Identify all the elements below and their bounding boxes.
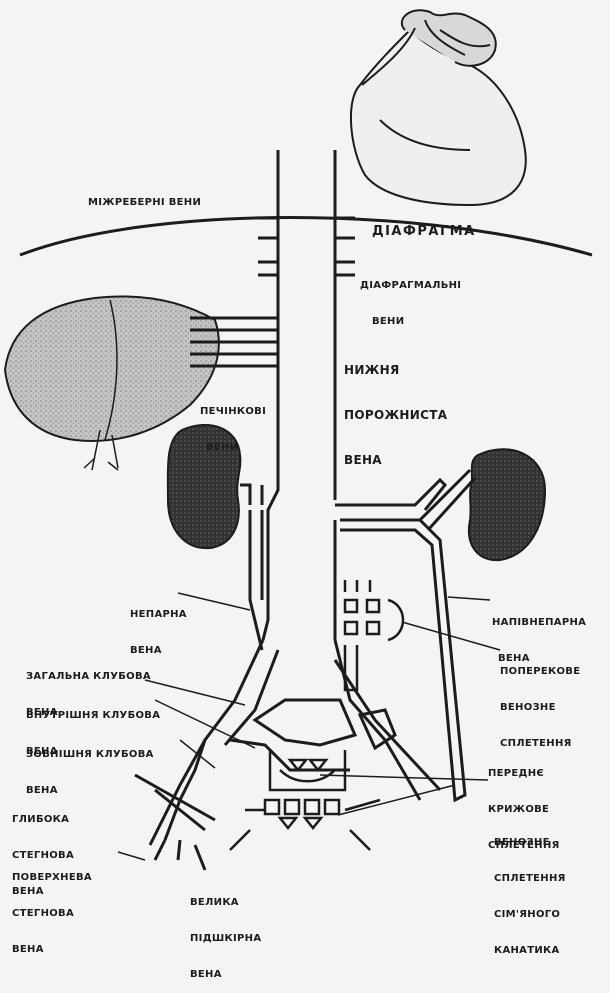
label-spermatic-cord-plexus: ВЕНОЗНЕ СПЛЕТЕННЯ СІМ'ЯНОГО КАНАТИКА (494, 813, 566, 969)
label-diaphragmatic-veins-line2: ВЕНИ (360, 316, 461, 328)
label-inferior-vena-cava: НИЖНЯ ПОРОЖНИСТА ВЕНА (344, 333, 447, 483)
label-deep-femoral-line1: ГЛИБОКА (12, 814, 74, 826)
label-hepatic-line1: ПЕЧІНКОВІ (200, 406, 266, 418)
label-spermatic-line3: СІМ'ЯНОГО (494, 909, 566, 921)
label-common-iliac-line1: ЗАГАЛЬНА КЛУБОВА (26, 671, 151, 683)
label-hepatic-veins: ПЕЧІНКОВІ ВЕНИ (200, 382, 266, 466)
label-spermatic-line2: СПЛЕТЕННЯ (494, 873, 566, 885)
label-great-saphenous-line3: ВЕНА (190, 969, 261, 981)
label-hepatic-line2: ВЕНИ (200, 442, 266, 454)
label-superficial-femoral-vein: ПОВЕРХНЕВА СТЕГНОВА ВЕНА (12, 848, 92, 968)
label-ivc-line2: ПОРОЖНИСТА (344, 408, 447, 423)
label-internal-iliac-line1: ВНУТРІШНЯ КЛУБОВА (26, 710, 160, 722)
heart-illustration (351, 10, 526, 205)
label-diaphragm: ДІАФРАГМА (372, 226, 476, 238)
label-external-iliac-line1: ЗОВНІШНЯ КЛУБОВА (26, 749, 154, 761)
lumbar-venous-plexus (345, 580, 403, 690)
sacral-venous-plexus (230, 750, 380, 850)
label-sacral-line1: ПЕРЕДНЄ (488, 768, 560, 780)
label-diaphragmatic-veins: ДІАФРАГМАЛЬНІ ВЕНИ (360, 256, 461, 340)
label-superficial-femoral-line3: ВЕНА (12, 944, 92, 956)
label-azygos-line1: НЕПАРНА (130, 609, 187, 621)
label-lumbar-line2: ВЕНОЗНЕ (500, 702, 580, 714)
label-great-saphenous-line1: ВЕЛИКА (190, 897, 261, 909)
label-superficial-femoral-line2: СТЕГНОВА (12, 908, 92, 920)
label-spermatic-line4: КАНАТИКА (494, 945, 566, 957)
label-great-saphenous-vein: ВЕЛИКА ПІДШКІРНА ВЕНА (190, 873, 261, 993)
diaphragm-line (20, 218, 592, 256)
label-hemiazygos-line1: НАПІВНЕПАРНА (492, 617, 586, 629)
label-ivc-line3: ВЕНА (344, 453, 447, 468)
label-intercostal-veins: МІЖРЕБЕРНІ ВЕНИ (88, 197, 201, 209)
left-kidney (469, 449, 545, 560)
label-ivc-line1: НИЖНЯ (344, 363, 447, 378)
label-spermatic-line1: ВЕНОЗНЕ (494, 837, 566, 849)
label-lumbar-line1: ПОПЕРЕКОВЕ (500, 666, 580, 678)
label-diaphragmatic-veins-line1: ДІАФРАГМАЛЬНІ (360, 280, 461, 292)
label-superficial-femoral-line1: ПОВЕРХНЕВА (12, 872, 92, 884)
label-great-saphenous-line2: ПІДШКІРНА (190, 933, 261, 945)
